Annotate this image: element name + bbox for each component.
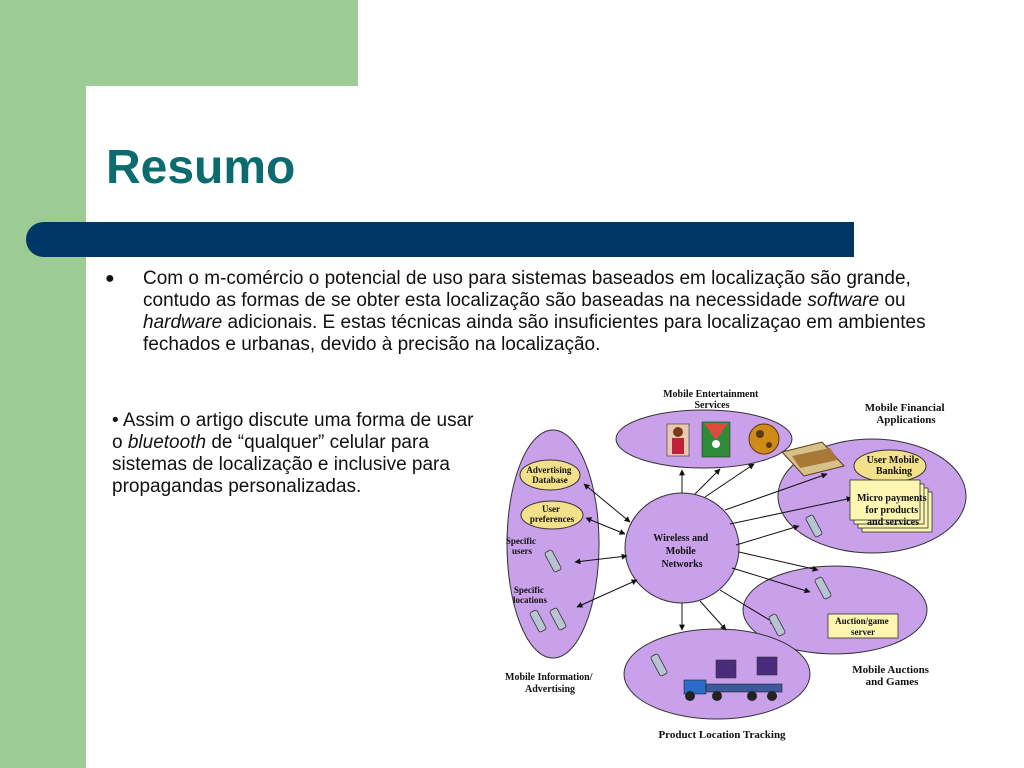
label-info-advertising: Mobile Information/ Advertising xyxy=(505,672,595,695)
label-user-prefs-2: preferences xyxy=(530,514,575,524)
label-specific-users: Specific users xyxy=(506,536,538,556)
label-user-prefs: User preferences xyxy=(530,504,575,524)
title-underline-bar xyxy=(26,222,854,257)
label-entertainment-1: Mobile Entertainment xyxy=(663,389,759,400)
label-auctions-2: and Games xyxy=(866,676,920,688)
label-user-banking-2: Banking xyxy=(876,466,912,477)
label-auctions-1: Mobile Auctions xyxy=(852,664,929,676)
label-micro-payments-3: and services xyxy=(867,517,919,528)
label-micro-payments: Micro payments for products and services xyxy=(857,493,929,528)
user-preferences-node xyxy=(520,500,584,530)
advertising-database-node xyxy=(519,459,581,491)
label-entertainment: Mobile Entertainment Services xyxy=(663,389,761,411)
bullet-secondary: • Assim o artigo discute uma forma de us… xyxy=(112,410,482,498)
bullet1-hardware: hardware xyxy=(143,312,223,333)
label-specific-users-1: Specific xyxy=(506,536,536,546)
label-advertising-db-2: Database xyxy=(532,475,568,485)
label-auctions: Mobile Auctions and Games xyxy=(852,664,931,688)
label-center-3: Networks xyxy=(661,559,702,570)
truck-icon xyxy=(683,656,783,701)
label-auction-server-2: server xyxy=(851,627,875,637)
bullet2-part1: • Assim o artigo discute uma forma de us… xyxy=(112,410,474,453)
label-micro-payments-2: for products xyxy=(865,505,918,516)
banking-documents-icon xyxy=(781,441,933,533)
label-center-1: Wireless and xyxy=(653,533,708,544)
label-user-banking-1: User Mobile xyxy=(867,455,920,466)
bullet-main-text: Com o m-comércio o potencial de uso para… xyxy=(143,268,945,356)
label-info-advertising-2: Advertising xyxy=(525,684,575,695)
label-financial: Mobile Financial Applications xyxy=(865,402,948,426)
bullet2-part2: de “qualquer” celular para sistemas de l… xyxy=(112,432,450,497)
label-user-prefs-1: User xyxy=(542,504,560,514)
bullet-dot-icon: ● xyxy=(105,270,115,287)
label-center: Wireless and Mobile Networks xyxy=(653,533,710,570)
label-auction-server: Auction/game server xyxy=(835,616,891,637)
label-entertainment-2: Services xyxy=(695,400,730,411)
label-tracking: Product Location Tracking xyxy=(658,729,786,741)
bullet1-part3: adicionais. E estas técnicas ainda são i… xyxy=(143,312,926,355)
label-info-advertising-1: Mobile Information/ xyxy=(505,672,593,683)
label-financial-2: Applications xyxy=(876,414,936,426)
label-specific-locations-2: locations xyxy=(513,595,547,605)
label-micro-payments-1: Micro payments xyxy=(857,493,927,504)
label-center-2: Mobile xyxy=(666,546,697,557)
label-financial-1: Mobile Financial xyxy=(865,402,945,414)
label-advertising-db: Advertising Database xyxy=(526,465,573,485)
bullet-main: ● Com o m-comércio o potencial de uso pa… xyxy=(105,268,945,356)
phone-icons xyxy=(529,514,832,677)
entertainment-icons xyxy=(666,421,780,458)
bullet1-part2: ou xyxy=(879,290,906,311)
label-specific-locations-1: Specific xyxy=(514,585,544,595)
ellipse-advertising xyxy=(506,429,600,659)
label-user-banking: User Mobile Banking xyxy=(867,455,922,477)
slide-title: Resumo xyxy=(106,141,296,194)
label-advertising-db-1: Advertising xyxy=(526,465,572,475)
auction-server-box xyxy=(827,613,899,639)
bullet2-bluetooth: bluetooth xyxy=(127,432,207,453)
background-green-left xyxy=(0,0,86,768)
label-specific-users-2: users xyxy=(512,546,532,556)
label-auction-server-1: Auction/game xyxy=(835,616,889,626)
bullet1-part1: Com o m-comércio o potencial de uso para… xyxy=(143,268,911,311)
background-green-top xyxy=(0,0,358,86)
bullet1-software: software xyxy=(807,290,880,311)
mobile-networks-diagram: Mobile Entertainment Services Mobile Fin… xyxy=(505,389,967,741)
label-specific-locations: Specific locations xyxy=(513,585,547,605)
